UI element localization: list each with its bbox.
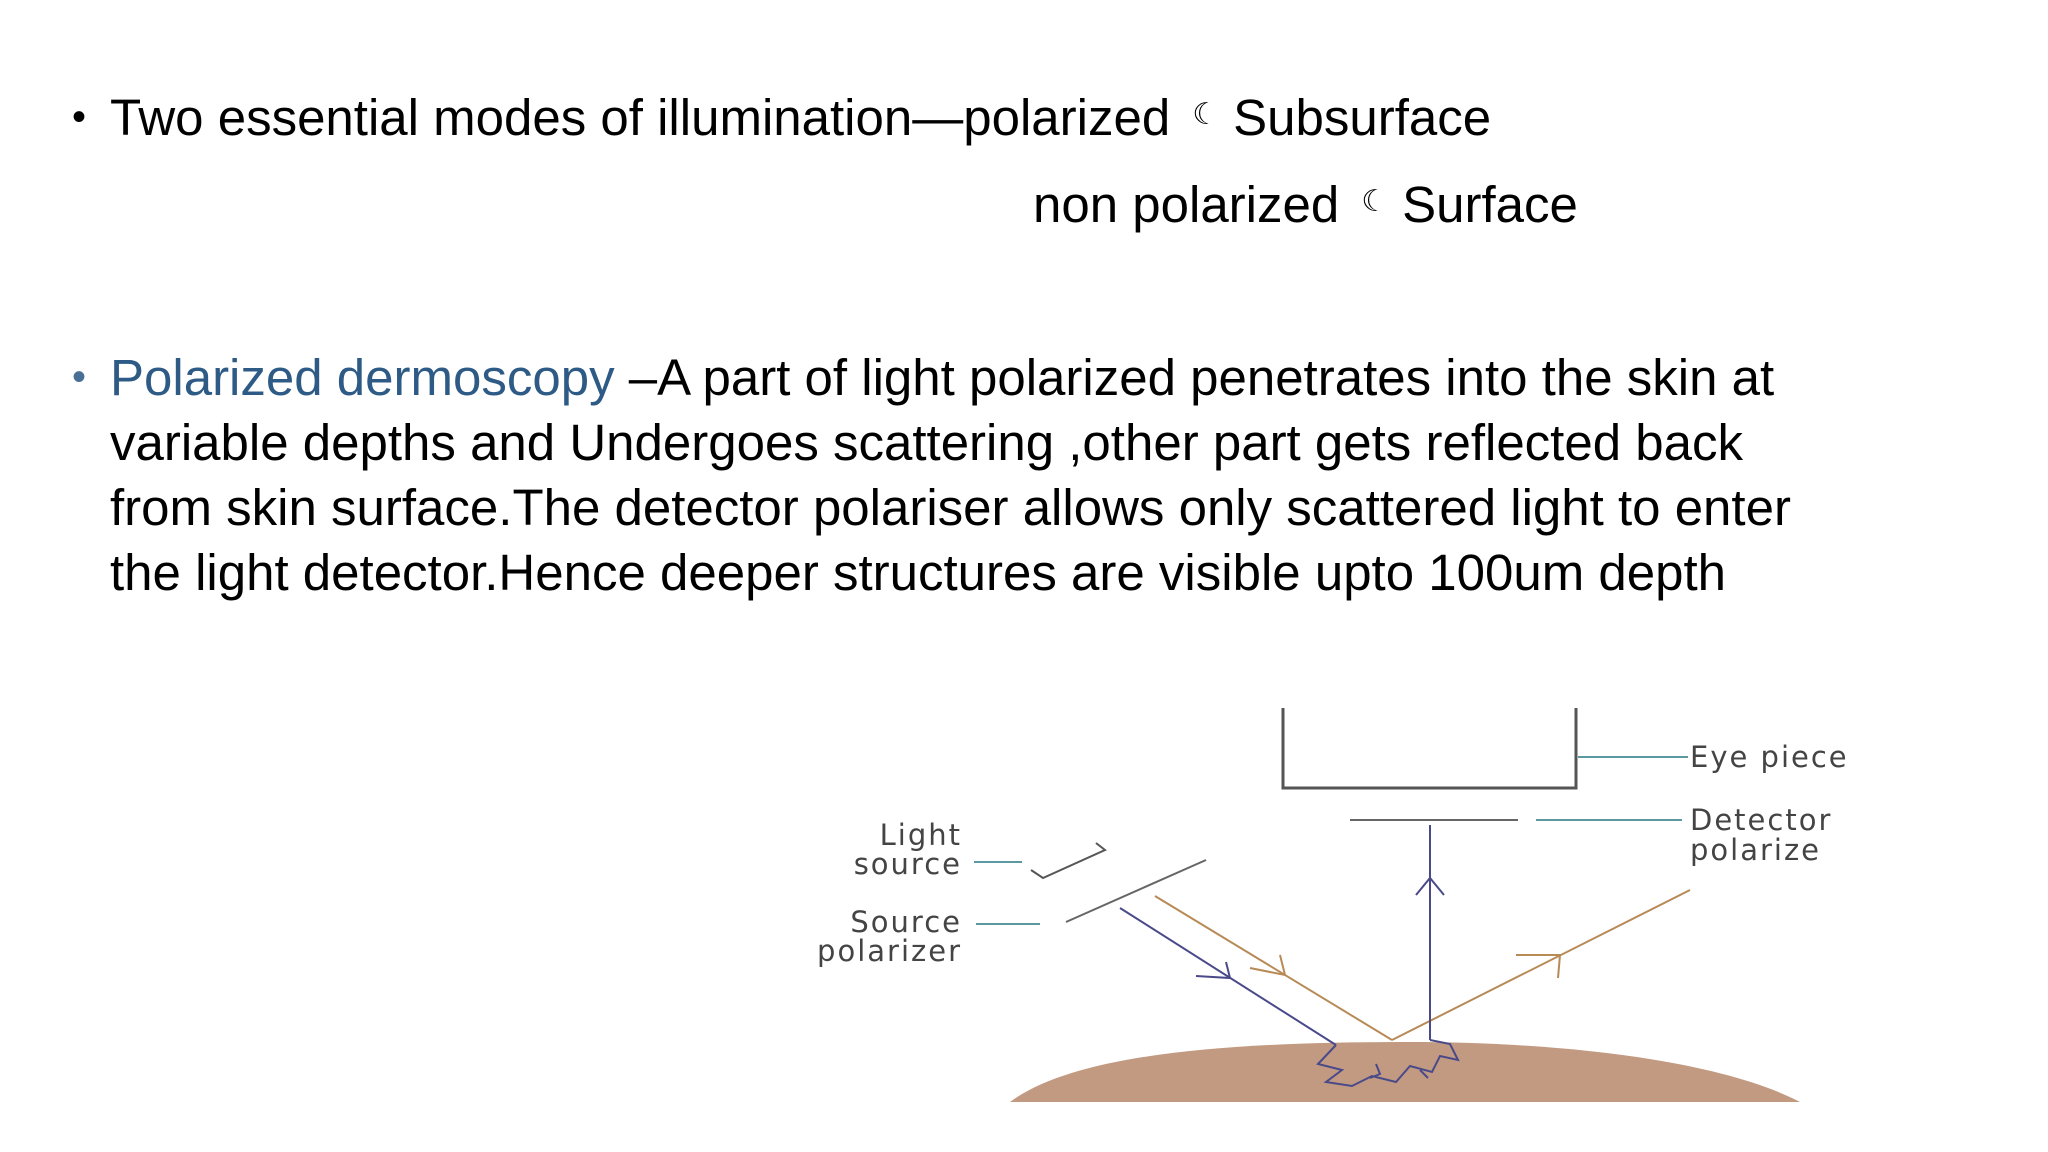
detector-label: Detector [1690, 803, 1832, 837]
light-source-shape [1030, 842, 1107, 880]
moon-icon: ☾ [1361, 184, 1389, 219]
polarize-label: polarize [1690, 833, 1821, 867]
subsurface-text: Subsurface [1233, 89, 1492, 146]
moon-icon: ☾ [1192, 97, 1220, 132]
source-polarizer [1065, 859, 1207, 923]
paragraph-text: –A part of light polarized penetrates in… [614, 349, 1775, 406]
reflected-arrowhead [1516, 954, 1562, 979]
illumination-modes-line: Two essential modes of illumination—pola… [110, 85, 1491, 150]
non-polarized-line: non polarized ☾ Surface [1033, 172, 1578, 237]
scattered-arrowhead [1415, 876, 1445, 896]
bullet-marker: • [72, 355, 87, 399]
polarized-dermoscopy-heading: Polarized dermoscopy [110, 349, 615, 406]
illumination-lead-text: Two essential modes of illumination—pola… [110, 89, 1171, 146]
tan-incident-ray [1154, 895, 1393, 1041]
reflected-ray [1391, 889, 1691, 1041]
paragraph-line: Polarized dermoscopy –A part of light po… [110, 345, 1990, 410]
source-label: source [854, 847, 962, 881]
paragraph-line: the light detector.Hence deeper structur… [110, 544, 1726, 601]
light-label: Light [880, 818, 962, 852]
paragraph-line: variable depths and Undergoes scattering… [110, 414, 1743, 471]
scattering-arrow [1419, 1069, 1429, 1079]
tan-incident-arrowhead [1249, 954, 1287, 977]
paragraph-line: from skin surface.The detector polariser… [110, 479, 1791, 536]
scattering-arrow [1369, 1063, 1382, 1079]
source-polarizer-label: Source [850, 905, 962, 939]
bullet-marker: • [72, 95, 87, 139]
incident-arrowhead [1195, 961, 1232, 980]
eye-piece-shape [1281, 708, 1578, 790]
non-polarized-text: non polarized [1033, 176, 1340, 233]
eye-piece-label: Eye piece [1690, 740, 1849, 774]
polarized-dermoscopy-paragraph: Polarized dermoscopy –A part of light po… [110, 345, 1990, 605]
scattering-path [1316, 1039, 1460, 1088]
surface-text: Surface [1402, 176, 1578, 233]
polarizer-label: polarizer [817, 934, 962, 968]
incident-ray [1119, 907, 1337, 1046]
